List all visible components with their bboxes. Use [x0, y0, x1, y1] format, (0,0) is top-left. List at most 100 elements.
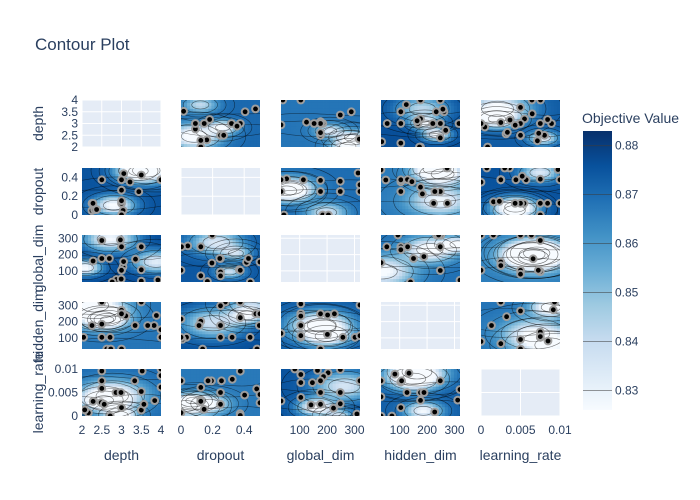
subplot-dropout-vs-dropout	[181, 168, 260, 215]
trial-point	[191, 119, 200, 128]
trial-point	[117, 344, 126, 349]
trial-point	[117, 309, 126, 319]
trial-point	[316, 187, 325, 196]
trial-point	[441, 125, 451, 135]
trial-point	[281, 100, 288, 105]
trial-point	[255, 257, 260, 267]
trial-point	[156, 332, 161, 342]
trial-point	[335, 388, 345, 397]
subplot-dropout-vs-learning_rate	[481, 168, 560, 215]
trial-point	[381, 258, 386, 268]
trial-point	[481, 119, 486, 128]
trial-point	[82, 405, 90, 415]
trial-point	[99, 399, 109, 409]
x-tick-label: 0.005	[505, 423, 535, 437]
y-tick-label: 100	[58, 264, 78, 278]
trial-point	[207, 235, 217, 240]
trial-point	[92, 205, 101, 214]
trial-point	[355, 187, 360, 196]
trial-point	[97, 319, 107, 329]
trial-point	[235, 411, 245, 416]
trial-point	[216, 302, 225, 311]
trial-point	[335, 399, 345, 409]
trial-point	[535, 174, 545, 184]
trial-point	[116, 388, 126, 397]
subplot-learning_rate-vs-depth	[82, 369, 161, 416]
trial-point	[548, 305, 558, 315]
trial-point	[487, 321, 496, 330]
trial-point	[430, 187, 440, 196]
x-tick-label: 0	[178, 423, 185, 437]
trial-point	[299, 175, 308, 185]
trial-point	[136, 387, 146, 396]
trial-point	[255, 398, 260, 408]
trial-point	[88, 198, 98, 208]
trial-point	[536, 100, 545, 105]
trial-point	[353, 168, 360, 178]
trial-point	[194, 321, 204, 330]
trial-point	[156, 371, 161, 380]
y-tick-label: 200	[58, 315, 78, 329]
trial-point	[510, 198, 520, 208]
trial-point	[496, 261, 506, 271]
trial-point	[181, 314, 186, 324]
trial-point	[412, 116, 422, 126]
trial-point	[435, 242, 445, 252]
trial-point	[290, 369, 300, 374]
x-axis-label-hidden_dim: hidden_dim	[384, 447, 456, 463]
y-tick-label: 0	[71, 409, 78, 423]
trial-point	[281, 210, 289, 215]
x-tick-label: 4	[158, 423, 165, 437]
trial-point	[381, 137, 387, 147]
x-tick-label: 2	[79, 423, 86, 437]
trial-point	[527, 235, 536, 240]
subplot-depth-vs-learning_rate	[481, 100, 560, 147]
trial-point	[419, 252, 429, 262]
colorbar-tick-label: 0.85	[615, 286, 639, 300]
x-axis-label-global_dim: global_dim	[287, 447, 355, 463]
trial-point	[97, 369, 107, 376]
trial-point	[196, 383, 206, 392]
trial-point	[105, 411, 115, 416]
trial-point	[181, 242, 186, 252]
subplot-background	[181, 168, 260, 215]
subplot-global_dim-vs-dropout	[181, 235, 260, 282]
trial-point	[181, 408, 186, 416]
trial-point	[316, 399, 325, 409]
trial-point	[396, 138, 406, 147]
trial-point	[136, 265, 146, 275]
trial-point	[117, 403, 126, 413]
y-tick-label: 0.01	[55, 362, 79, 376]
trial-point	[527, 100, 537, 105]
x-axis-label-dropout: dropout	[197, 447, 245, 463]
trial-point	[335, 369, 345, 374]
y-tick-label: 100	[58, 331, 78, 345]
trial-point	[430, 407, 440, 416]
trial-point	[510, 120, 520, 130]
trial-point	[355, 376, 360, 386]
trial-point	[117, 175, 126, 185]
trial-point	[198, 344, 207, 349]
trial-point	[455, 275, 460, 282]
trial-point	[181, 332, 186, 342]
y-axis-label-dropout: dropout	[30, 168, 46, 216]
trial-point	[323, 330, 332, 339]
trial-point	[252, 344, 260, 349]
trial-point	[215, 254, 225, 263]
trial-point	[401, 100, 411, 109]
trial-point	[555, 198, 560, 208]
trial-point	[130, 321, 140, 330]
trial-point	[416, 396, 425, 405]
trial-point	[153, 275, 161, 282]
y-axis-label-depth: depth	[30, 106, 46, 141]
trial-point	[543, 336, 553, 346]
trial-point	[516, 235, 525, 240]
trial-point	[152, 311, 161, 320]
trial-point	[443, 198, 452, 208]
trial-point	[396, 245, 406, 255]
subplot-hidden_dim-vs-learning_rate	[481, 302, 560, 349]
trial-point	[199, 404, 209, 414]
trial-point	[323, 310, 333, 320]
